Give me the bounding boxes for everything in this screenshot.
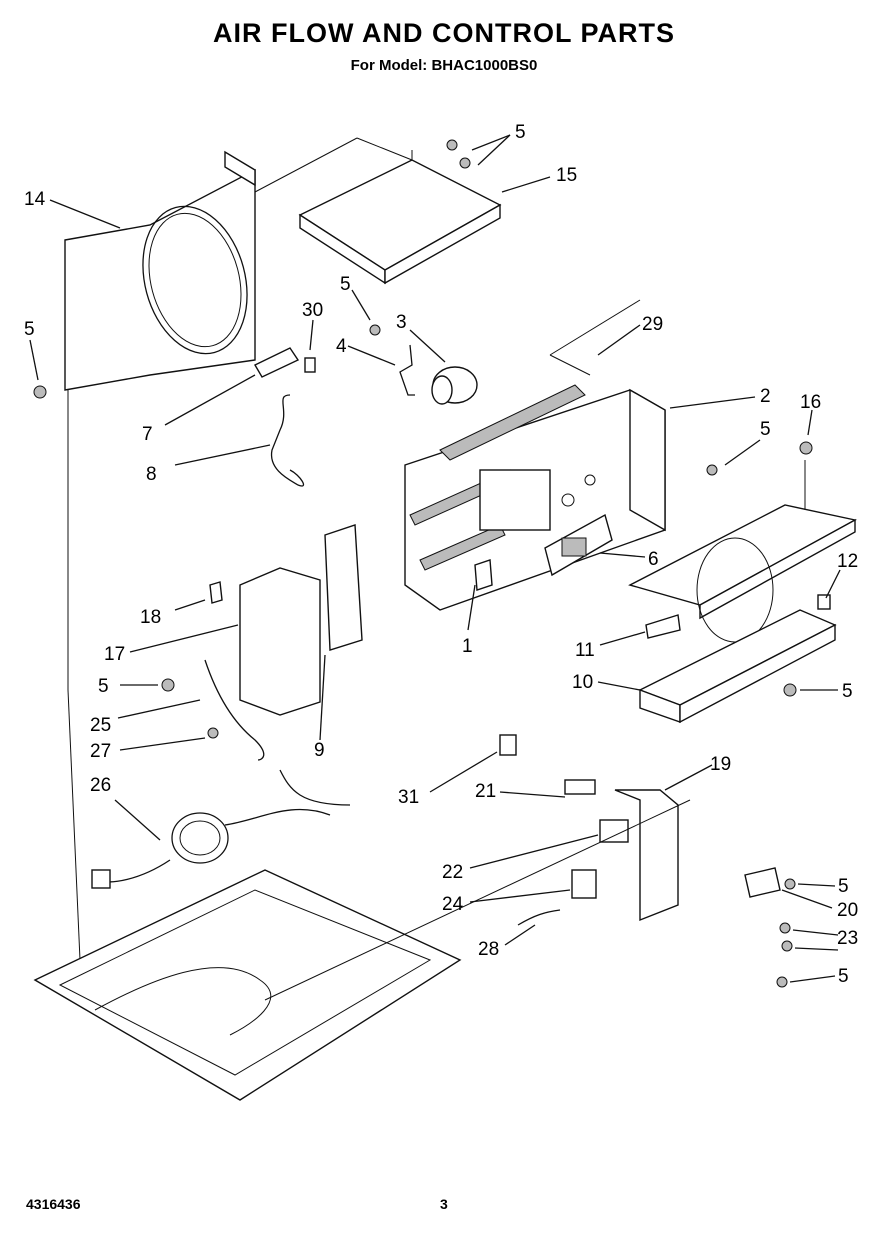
page-title: AIR FLOW AND CONTROL PARTS <box>213 18 675 48</box>
front-panel <box>64 150 256 961</box>
callout-5: 5 <box>838 966 849 987</box>
callout-5: 5 <box>515 122 526 143</box>
callout-30: 30 <box>302 300 323 321</box>
callout-5: 5 <box>842 681 853 702</box>
callout-10: 10 <box>572 672 593 693</box>
callout-15: 15 <box>556 165 577 186</box>
callout-31: 31 <box>398 787 419 808</box>
switch-clip <box>474 559 493 591</box>
control-bracket <box>499 734 781 926</box>
actuator-rod <box>270 394 305 487</box>
callout-4: 4 <box>336 336 347 357</box>
callout-1: 1 <box>462 636 473 657</box>
leader-lines <box>29 134 841 983</box>
callout-22: 22 <box>442 862 463 883</box>
callout-5: 5 <box>340 274 351 295</box>
top-cover-plate <box>254 137 502 285</box>
callout-5: 5 <box>98 676 109 697</box>
callout-23: 23 <box>837 928 858 949</box>
callout-6: 6 <box>648 549 659 570</box>
callout-19: 19 <box>710 754 731 775</box>
page-number: 3 <box>440 1196 448 1212</box>
callout-12: 12 <box>837 551 858 572</box>
callout-26: 26 <box>90 775 111 796</box>
model-subtitle: For Model: BHAC1000BS0 <box>350 57 538 74</box>
blower-housing <box>628 460 857 724</box>
callout-14: 14 <box>24 189 46 210</box>
callout-2: 2 <box>760 386 771 407</box>
callout-5: 5 <box>24 319 35 340</box>
callout-7: 7 <box>142 424 153 445</box>
callout-17: 17 <box>104 644 125 665</box>
callout-28: 28 <box>478 939 499 960</box>
side-panels <box>209 524 363 716</box>
callout-27: 27 <box>90 741 111 762</box>
callout-8: 8 <box>146 464 157 485</box>
screw-icons <box>33 139 813 988</box>
callout-16: 16 <box>800 392 821 413</box>
callout-25: 25 <box>90 715 111 736</box>
callout-20: 20 <box>837 900 858 921</box>
callout-9: 9 <box>314 740 325 761</box>
callout-24: 24 <box>442 894 464 915</box>
callout-3: 3 <box>396 312 407 333</box>
document-number: 4316436 <box>26 1196 81 1212</box>
callout-18: 18 <box>140 607 161 628</box>
motor <box>431 366 478 405</box>
bulkhead-assembly <box>404 299 666 611</box>
wiring-harness <box>91 659 351 889</box>
callout-29: 29 <box>642 314 663 335</box>
callout-21: 21 <box>475 781 496 802</box>
clip-assembly <box>254 347 316 378</box>
control-board <box>544 513 613 577</box>
motor-bracket <box>399 344 415 396</box>
callout-5: 5 <box>838 876 849 897</box>
base-pan <box>33 799 691 1101</box>
callout-5: 5 <box>760 419 771 440</box>
callout-labels: 5 15 14 5 30 5 3 29 4 2 16 7 5 8 6 12 18… <box>24 122 858 987</box>
callout-11: 11 <box>575 640 595 661</box>
